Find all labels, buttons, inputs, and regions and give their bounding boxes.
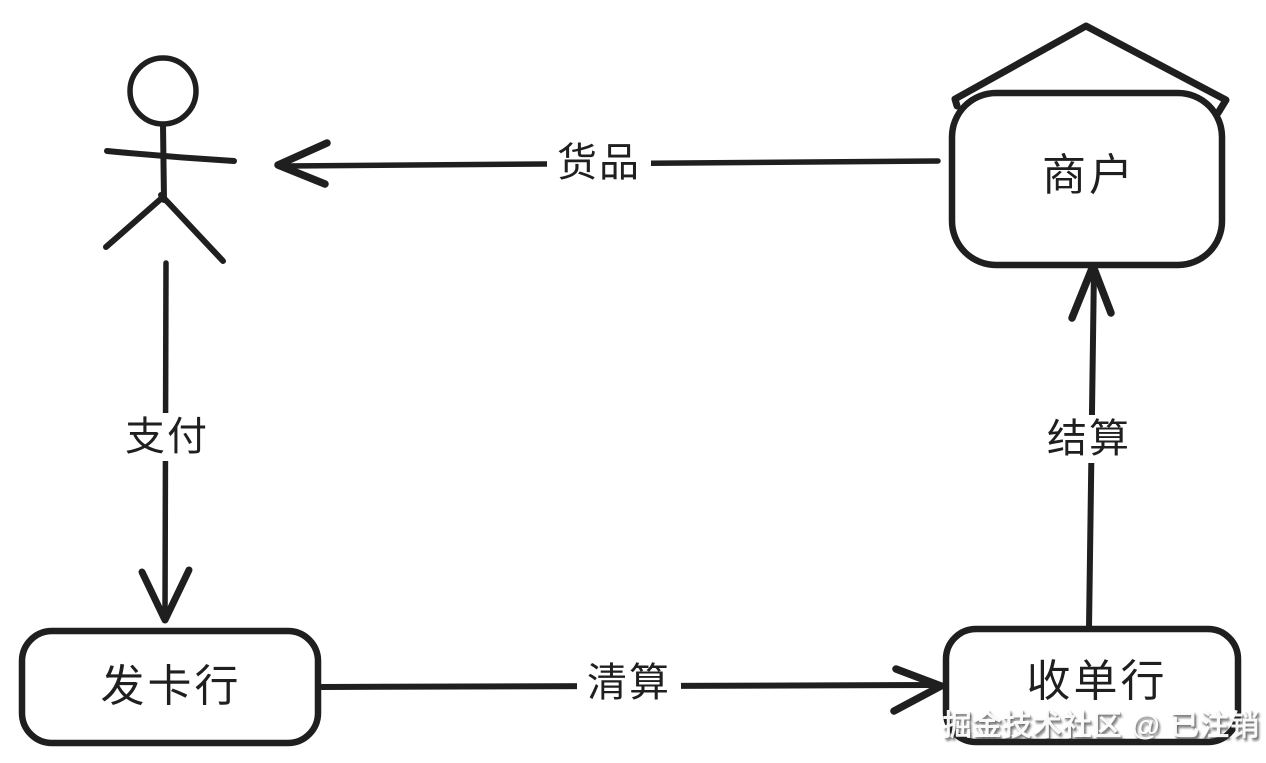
stick-figure-head (127, 55, 199, 127)
goods-edge-label: 货品 (547, 139, 651, 187)
merchant-label: 商户 (1042, 151, 1136, 200)
issuing-bank-label: 发卡行 (100, 662, 242, 711)
settlement-edge-label: 结算 (1037, 415, 1141, 463)
merchant-roof (951, 22, 1230, 117)
merchant-box (948, 89, 1226, 269)
settlement-arrowhead (1068, 262, 1115, 322)
stick-figure-right-leg (158, 192, 226, 264)
issuing-bank-box (18, 627, 322, 747)
payment-arrowhead (138, 566, 193, 624)
watermark: 掘金技术社区 @ 已注销 (942, 710, 1260, 742)
payment-edge-label: 支付 (115, 413, 219, 461)
customer-stick-figure-icon (103, 55, 237, 264)
stick-figure-left-leg (103, 194, 166, 250)
merchant-node (948, 22, 1230, 269)
clearing-edge-label: 清算 (577, 659, 681, 707)
acquiring-bank-box (942, 625, 1242, 746)
goods-arrowhead (274, 139, 331, 188)
acquiring-bank-label: 收单行 (1026, 657, 1168, 706)
stick-figure-arms (104, 148, 237, 164)
clearing-arrowhead (890, 665, 945, 715)
stick-figure-body (160, 122, 167, 203)
